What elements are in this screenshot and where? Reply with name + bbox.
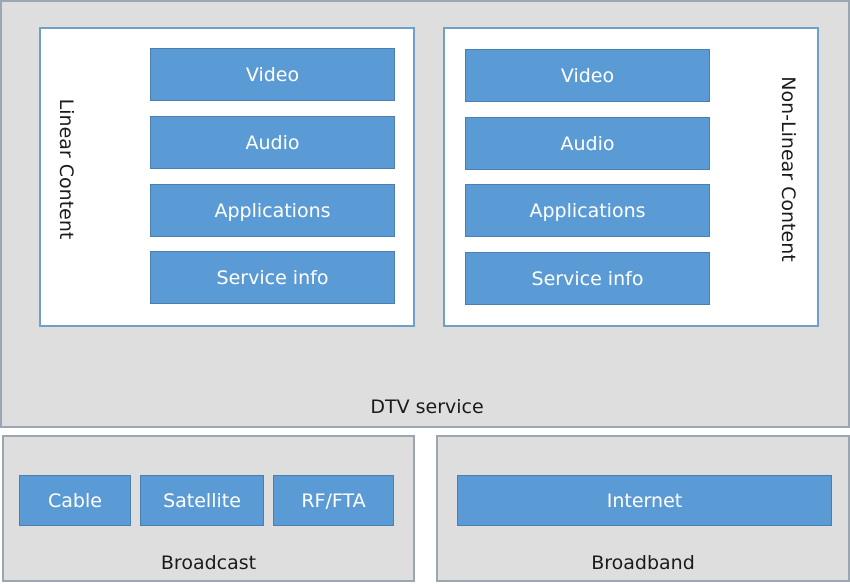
cable-block: Cable [19, 475, 131, 526]
non-linear-audio-block: Audio [465, 117, 710, 170]
rf-fta-block: RF/FTA [273, 475, 394, 526]
linear-audio-block: Audio [150, 116, 395, 169]
non-linear-applications-block: Applications [465, 184, 710, 237]
linear-service-info-block: Service info [150, 251, 395, 304]
linear-content-label: Linear Content [55, 98, 77, 240]
satellite-block: Satellite [140, 475, 264, 526]
broadband-label: Broadband [591, 552, 695, 574]
broadcast-label: Broadcast [160, 552, 257, 574]
dtv-service-label: DTV service [370, 396, 484, 418]
non-linear-content-label: Non-Linear Content [777, 76, 799, 262]
non-linear-video-block: Video [465, 49, 710, 102]
non-linear-service-info-block: Service info [465, 252, 710, 305]
linear-applications-block: Applications [150, 184, 395, 237]
linear-video-block: Video [150, 48, 395, 101]
internet-block: Internet [457, 475, 832, 526]
